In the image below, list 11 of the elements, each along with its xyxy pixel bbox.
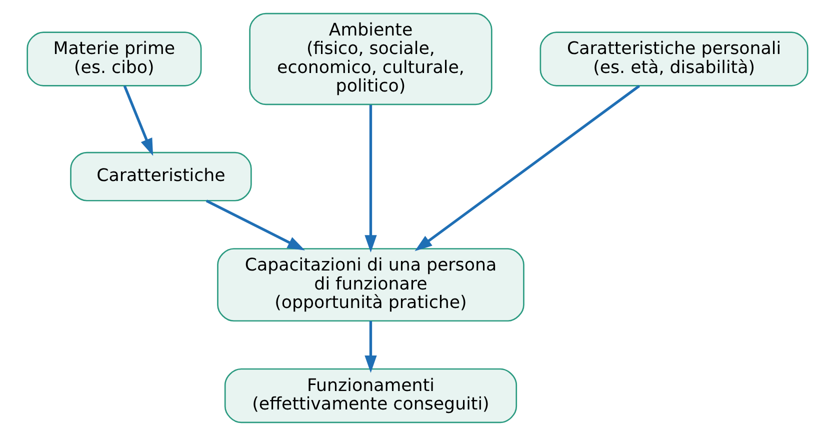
node-box: Caratteristiche [70,152,252,202]
node-box: Funzionamenti (effettivamente conseguiti) [224,368,517,424]
node-box: Capacitazioni di una persona di funzionare (opportunità pratiche) [216,248,524,322]
arrow [414,84,640,252]
arrow [122,85,153,156]
arrow [364,320,376,373]
arrow [205,200,304,250]
arrow [364,104,376,252]
node-box: Materie prime (es. cibo) [26,32,202,86]
node-box: Ambiente (fisico, sociale, economico, culturale, politico) [248,12,492,106]
node-box: Caratteristiche personali (es. età, disabilità) [539,32,808,86]
